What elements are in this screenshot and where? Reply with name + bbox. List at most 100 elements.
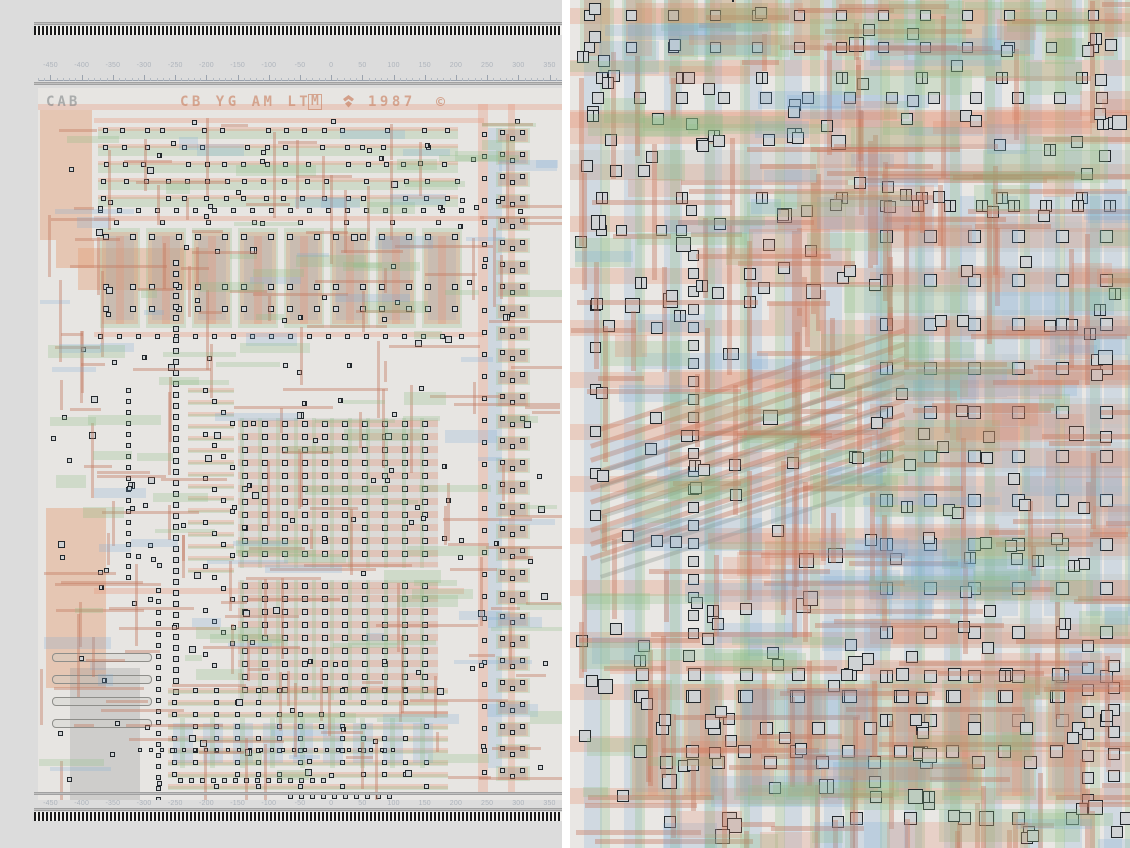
contact-via (173, 645, 179, 651)
ruler-minor-tick (543, 78, 545, 81)
ruler-tick-label: 350 (543, 800, 556, 807)
routing-wire (199, 751, 244, 754)
layer-patch (144, 310, 164, 315)
layer-patch (491, 627, 562, 631)
layer-patch (141, 289, 157, 298)
contact-via (149, 748, 153, 752)
contact-via (265, 145, 270, 150)
contact-via (244, 778, 249, 783)
contact-via (424, 760, 429, 765)
contact-via (361, 700, 366, 705)
contact-via (141, 162, 146, 167)
contact-via (362, 674, 368, 680)
routing-wire (479, 777, 562, 780)
contact-via (288, 334, 293, 339)
contact-via (322, 536, 327, 541)
metal-row (98, 161, 458, 165)
contact-via (171, 141, 176, 146)
col-cell-diffusion (500, 768, 526, 779)
routing-wire (592, 200, 732, 205)
logic-poly-row (168, 774, 448, 778)
layer-patch (67, 136, 119, 143)
ruler-tick-label: -250 (167, 62, 183, 69)
contact-via (302, 128, 307, 133)
contact-via (307, 208, 312, 213)
array-rail (238, 562, 438, 567)
array-bitline (240, 580, 244, 700)
layer-patch (1105, 607, 1130, 625)
ruler-minor-tick (324, 78, 326, 81)
contact-via (482, 440, 487, 445)
contact-via (362, 538, 368, 544)
contact-via (221, 498, 226, 503)
contact-via (538, 765, 543, 770)
layer-patch (375, 236, 433, 249)
layer-patch (637, 233, 747, 245)
array-wordline (238, 647, 438, 654)
contact-via (340, 700, 345, 705)
zoom-detail-panel[interactable] (570, 0, 1130, 848)
routing-wire (362, 681, 383, 684)
contact-via (322, 583, 328, 589)
routing-wire (525, 406, 560, 409)
col-cell-diffusion (500, 460, 526, 471)
contact-via (160, 128, 165, 133)
contact-via (319, 712, 324, 717)
layer-patch (155, 529, 215, 533)
contact-via (520, 680, 525, 685)
layer-patch (230, 254, 257, 259)
col-cell-diffusion (500, 702, 526, 713)
routing-wire (188, 266, 191, 317)
contact-via (496, 199, 501, 204)
layer-patch (215, 413, 298, 421)
contact-via (247, 483, 252, 488)
routing-wire (602, 515, 607, 551)
contact-via (130, 306, 136, 312)
contact-via (256, 760, 261, 765)
route-metal (188, 508, 234, 512)
array-bitline (402, 580, 406, 700)
layer-patch (419, 485, 491, 492)
contact-via (260, 159, 265, 164)
logic-metal-row (168, 688, 448, 693)
contact-via (200, 145, 205, 150)
contact-via (520, 328, 525, 333)
contact-via (361, 724, 366, 729)
contact-via (231, 334, 236, 339)
contact-via (697, 140, 709, 152)
contact-via (500, 504, 505, 509)
array-wordline (238, 550, 438, 557)
routing-wire (579, 78, 584, 246)
contact-via (166, 179, 171, 184)
layer-patch (56, 475, 86, 488)
contact-via (195, 306, 201, 312)
ruler-major-tick (206, 75, 208, 81)
contact-via (910, 714, 922, 726)
contact-via (256, 784, 261, 789)
contact-via (382, 525, 388, 531)
contact-via (591, 215, 606, 230)
routing-wire (1102, 2, 1130, 7)
die-image-full[interactable]: CAB CB YG AM LT M 1987 © (38, 88, 562, 800)
contact-via (212, 575, 217, 580)
contact-via (896, 668, 909, 681)
poly-row (98, 163, 458, 173)
routing-wire (585, 803, 697, 808)
metal-row (98, 178, 458, 182)
contact-via (422, 473, 428, 479)
ruler-minor-tick (493, 78, 495, 81)
layer-patch (40, 300, 70, 304)
contact-via (242, 635, 248, 641)
contact-via (342, 525, 348, 531)
contact-via (520, 592, 525, 597)
contact-via (144, 179, 149, 184)
contact-via (362, 473, 368, 479)
layer-patch (844, 285, 968, 313)
contact-via (416, 670, 421, 675)
contact-via (193, 334, 198, 339)
contact-via (333, 284, 339, 290)
layer-patch (889, 600, 932, 620)
contact-via (230, 597, 235, 602)
